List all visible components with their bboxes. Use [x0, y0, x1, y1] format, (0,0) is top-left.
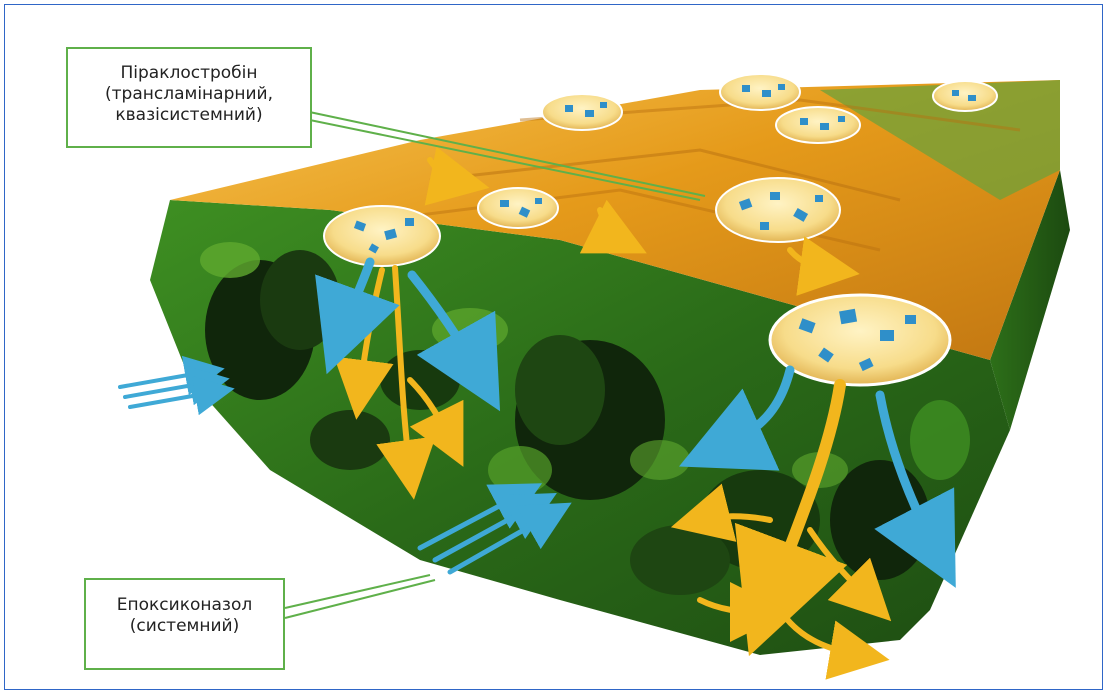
- droplet: [720, 74, 800, 110]
- droplet: [770, 295, 950, 385]
- droplet: [933, 81, 997, 111]
- pyraclostrobin-type-1: (трансламінарний,: [68, 84, 310, 105]
- pyraclostrobin-name: Піраклостробін: [68, 63, 310, 84]
- epoxiconazole-name: Епоксиконазол: [86, 595, 283, 616]
- pyraclostrobin-label: Піраклостробін (трансламінарний, квазіси…: [66, 47, 312, 148]
- droplet: [478, 188, 558, 228]
- droplet: [716, 178, 840, 242]
- epoxiconazole-label: Епоксиконазол (системний): [84, 578, 285, 670]
- droplet: [324, 206, 440, 266]
- droplet: [776, 107, 860, 143]
- droplet: [542, 94, 622, 130]
- epoxiconazole-type: (системний): [86, 616, 283, 637]
- pyraclostrobin-type-2: квазісистемний): [68, 105, 310, 126]
